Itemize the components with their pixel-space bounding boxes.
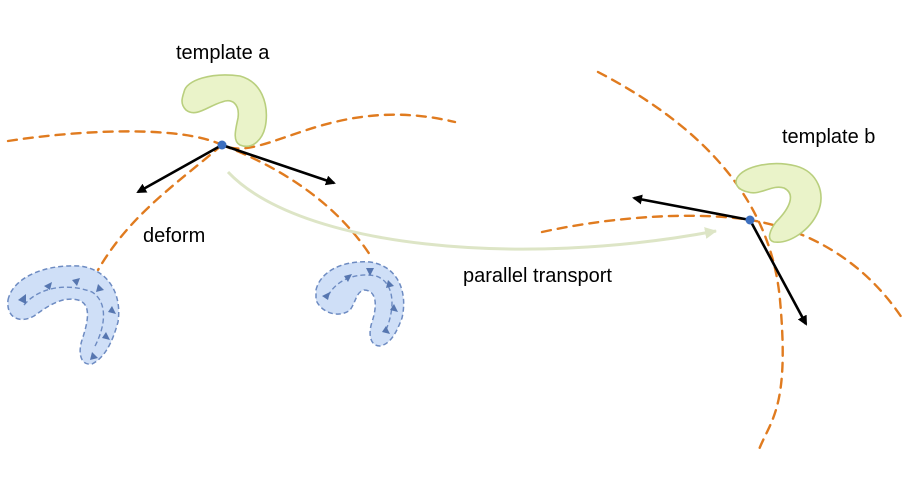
- base-point-a: [217, 140, 227, 150]
- template-a-shape: [181, 74, 268, 147]
- tangent-vector-b-down: [748, 219, 808, 326]
- flow-arrow-icon: [96, 284, 104, 292]
- tangent-vector-a-right: [221, 143, 336, 186]
- flow-arrow-icon: [322, 292, 330, 300]
- base-point-b: [745, 215, 755, 225]
- parallel-transport-arrow: [226, 170, 717, 251]
- flow-arrow-icon: [18, 294, 26, 304]
- flow-arrow-icon: [390, 304, 398, 312]
- flow-arrow-icon: [44, 282, 52, 290]
- deformed-shape-left: [7, 265, 120, 365]
- label-parallel-transport: parallel transport: [463, 265, 612, 287]
- template-b-shape: [735, 162, 822, 243]
- label-deform: deform: [143, 225, 205, 247]
- flow-arrow-icon: [108, 306, 116, 314]
- geodesic-curve-a-right-branch: [220, 143, 374, 260]
- flow-arrow-icon: [366, 268, 374, 276]
- flow-arrow-icon: [102, 332, 110, 340]
- label-template-a: template a: [176, 42, 270, 64]
- deformation-field-right: [327, 274, 393, 331]
- geodesic-curve-a-left-branch: [96, 143, 224, 272]
- flow-arrow-icon: [90, 352, 98, 360]
- geodesic-curve-a-horizontal: [6, 113, 457, 150]
- label-template-b: template b: [782, 126, 875, 148]
- deformation-field-left: [23, 286, 105, 349]
- deformed-shape-right: [315, 261, 405, 347]
- tangent-vector-a-left: [136, 143, 223, 194]
- flow-arrow-icon: [72, 278, 80, 286]
- tangent-vector-b-left: [632, 194, 751, 222]
- flow-arrow-icon: [344, 274, 352, 282]
- flow-arrow-icon: [382, 326, 390, 334]
- flow-arrow-icon: [386, 280, 394, 288]
- geodesic-curve-b-vertical: [596, 70, 784, 454]
